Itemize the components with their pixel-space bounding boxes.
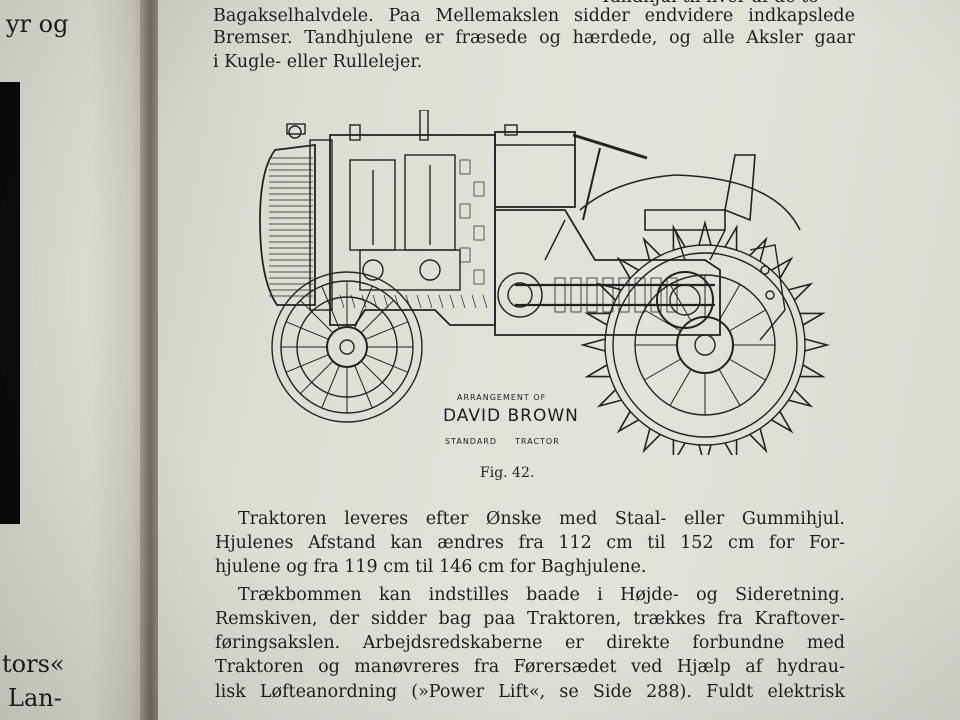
figure-label-arrangement: ARRANGEMENT OF bbox=[457, 393, 547, 402]
left-page: yr og tors« Lan- bbox=[0, 0, 150, 720]
text-top-partial: Tandhjul til hver af de to bbox=[600, 0, 856, 8]
front-wheel bbox=[271, 271, 423, 423]
text-line-1: Bagakselhalvdele. Paa Mellemakslen sidde… bbox=[213, 6, 855, 26]
engine bbox=[329, 110, 496, 326]
figure-label-tractor: TRACTOR bbox=[515, 437, 560, 446]
text-line-2: Bremser. Tandhjulene er fræsede og hærde… bbox=[213, 28, 855, 48]
para1-line-3: hjulene og fra 119 cm til 146 cm for Bag… bbox=[215, 557, 647, 577]
transmission bbox=[494, 209, 721, 336]
left-page-top-fragment: yr og bbox=[6, 10, 69, 38]
right-page bbox=[158, 0, 960, 720]
para1-line-1: Traktoren leveres efter Ønske med Staal-… bbox=[238, 509, 845, 529]
steering-wheel bbox=[544, 133, 648, 261]
tractor-drawing bbox=[259, 110, 831, 455]
para2-line-2: Remskiven, der sidder bag paa Traktoren,… bbox=[215, 609, 845, 629]
para2-line-5: lisk Løfteanordning (»Power Lift«, se Si… bbox=[215, 682, 845, 702]
left-page-fragment-1: tors« bbox=[2, 650, 65, 678]
radiator bbox=[259, 123, 333, 311]
seat bbox=[579, 154, 801, 261]
para2-line-1: Trækbommen kan indstilles baade i Højde-… bbox=[238, 585, 845, 605]
linkage bbox=[749, 244, 786, 341]
left-page-photo bbox=[0, 82, 20, 524]
figure-caption: Fig. 42. bbox=[480, 465, 535, 481]
fuel-tank bbox=[494, 124, 576, 208]
text-line-3: i Kugle- eller Rullelejer. bbox=[213, 52, 423, 72]
para1-line-2: Hjulenes Afstand kan ændres fra 112 cm t… bbox=[215, 533, 845, 553]
rear-wheel bbox=[579, 219, 831, 455]
para2-line-3: føringsakslen. Arbejdsredskaberne er dir… bbox=[215, 633, 845, 653]
figure-label-standard: STANDARD bbox=[445, 437, 498, 446]
figure-label-make: DAVID BROWN bbox=[443, 406, 579, 426]
para2-line-4: Traktoren og manøvreres fra Førersædet v… bbox=[215, 657, 845, 677]
left-page-fragment-2: Lan- bbox=[8, 684, 62, 712]
